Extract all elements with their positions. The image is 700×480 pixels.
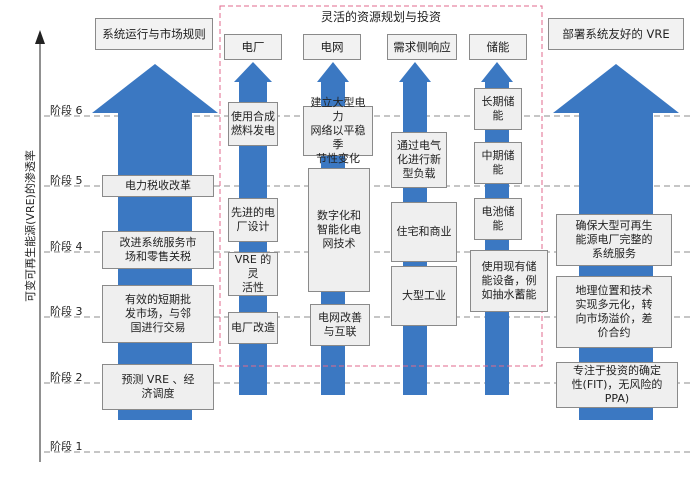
measure-box-vre-2: 地理位置和技术 实现多元化，转 向市场溢价，差 价合约: [556, 276, 672, 348]
measure-box-power-plant-1: 使用合成 燃料发电: [228, 102, 278, 146]
measure-box-storage-1: 长期储能: [474, 88, 522, 130]
stage-label-2: 阶段 2: [50, 371, 83, 384]
column-header-market-rules: 系统运行与市场规则: [95, 18, 213, 50]
column-header-grid: 电网: [303, 34, 361, 60]
measure-box-demand-response-2: 住宅和商业: [391, 202, 457, 262]
measure-box-grid-2: 数字化和 智能化电 网技术: [308, 168, 370, 292]
measure-box-storage-3: 电池储能: [474, 198, 522, 240]
column-header-vre: 部署系统友好的 VRE: [548, 18, 684, 50]
measure-box-power-plant-4: 电厂改造: [228, 312, 278, 344]
measure-box-power-plant-3: VRE 的灵 活性: [228, 252, 278, 296]
column-header-demand-response: 需求侧响应: [387, 34, 457, 60]
measure-box-power-plant-2: 先进的电 厂设计: [228, 198, 278, 242]
measure-box-market-rules-2: 改进系统服务市 场和零售关税: [102, 231, 214, 269]
measure-box-grid-1: 建立大型电力 网络以平稳季 节性变化: [303, 96, 373, 165]
stage-label-6: 阶段 6: [50, 104, 83, 117]
y-axis-label: 可变可再生能源(VRE)的渗透率: [24, 150, 37, 302]
stage-label-3: 阶段 3: [50, 305, 83, 318]
stage-label-1: 阶段 1: [50, 440, 83, 453]
measure-box-demand-response-1: 通过电气 化进行新 型负载: [391, 132, 447, 188]
measure-box-vre-3: 专注于投资的确定 性(FIT)，无风险的 PPA): [556, 362, 678, 408]
measure-box-market-rules-3: 有效的短期批 发市场，与邻 国进行交易: [102, 285, 214, 343]
measure-box-demand-response-3: 大型工业: [391, 266, 457, 326]
measure-box-market-rules-4: 预测 VRE 、经 济调度: [102, 364, 214, 410]
group-border: [219, 5, 543, 367]
column-header-power-plant: 电厂: [224, 34, 282, 60]
stage-label-4: 阶段 4: [50, 240, 83, 253]
y-axis: [35, 30, 45, 462]
column-header-storage: 储能: [469, 34, 527, 60]
group-title: 灵活的资源规划与投资: [320, 10, 441, 24]
measure-box-storage-4: 使用现有储 能设备，例 如抽水蓄能: [470, 250, 548, 312]
measure-box-storage-2: 中期储能: [474, 142, 522, 184]
measure-box-grid-3: 电网改善 与互联: [310, 304, 370, 346]
measure-box-market-rules-1: 电力税收改革: [102, 175, 214, 197]
measure-box-vre-1: 确保大型可再生 能源电厂完整的 系统服务: [556, 214, 672, 266]
stage-label-5: 阶段 5: [50, 174, 83, 187]
